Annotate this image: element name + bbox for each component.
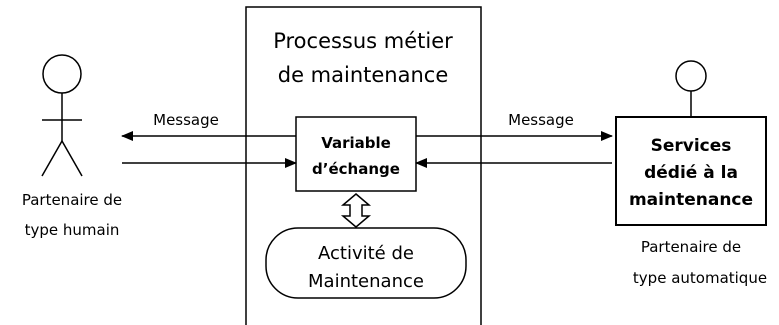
lollipop-interface-icon	[675, 60, 707, 117]
activity-line1: Activité de	[318, 243, 414, 264]
process-title-line1: Processus métier	[273, 29, 453, 53]
activity-line2: Maintenance	[308, 271, 424, 292]
process-boundary	[245, 6, 482, 325]
exchange-variable-line1: Variable	[321, 134, 391, 152]
partner-auto-line2: type automatique	[633, 269, 767, 287]
exchange-variable-box	[295, 116, 417, 192]
services-line3: maintenance	[629, 190, 753, 210]
services-box	[615, 116, 767, 226]
partner-human-line2: type humain	[25, 221, 120, 239]
hollow-double-arrow-icon	[340, 193, 372, 228]
services-line2: dédié à la	[644, 163, 738, 183]
stick-figure-icon	[41, 54, 83, 177]
message-right-label: Message	[508, 111, 574, 129]
partner-human-line1: Partenaire de	[22, 191, 122, 209]
partner-auto-line1: Partenaire de	[641, 238, 741, 256]
services-line1: Services	[651, 136, 732, 156]
exchange-variable-line2: d’échange	[312, 160, 400, 178]
activity-box	[265, 227, 467, 299]
process-title-line2: de maintenance	[278, 63, 449, 87]
message-left-label: Message	[153, 111, 219, 129]
